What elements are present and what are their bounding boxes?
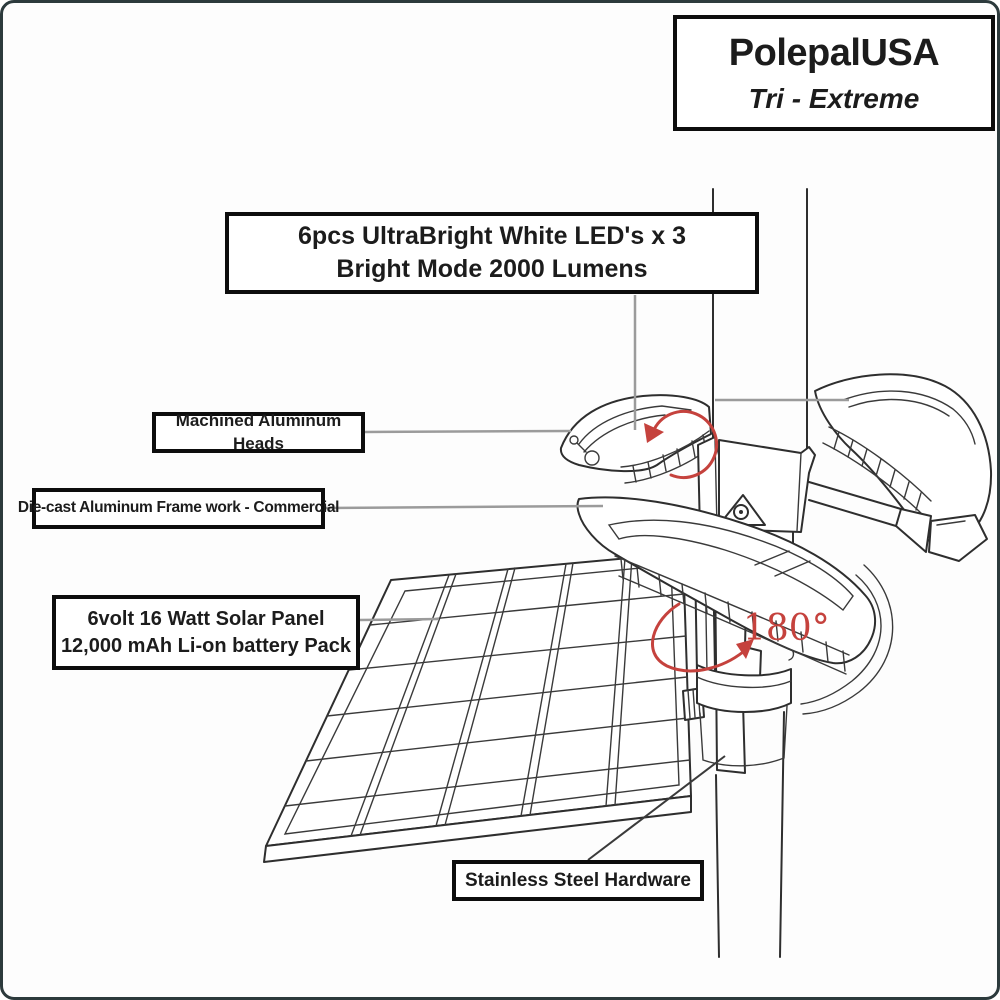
connector-line-solar	[358, 617, 440, 622]
callout-heads: Machined Aluminum Heads	[152, 411, 365, 453]
brand-title: PolepalUSA	[728, 32, 940, 75]
connector-line-frame	[323, 504, 604, 510]
rotation-arrow-upper	[644, 410, 719, 479]
connector-line-hardware	[587, 755, 726, 861]
mounting-bracket	[697, 436, 816, 534]
callout-connector-lines	[323, 295, 849, 861]
callout-solar-line1: 6volt 16 Watt Solar Panel	[87, 608, 325, 631]
callout-frame-label: Die-cast Aluminum Frame work - Commercia…	[17, 499, 340, 517]
callout-heads-label: Machined Aluminum Heads	[175, 411, 342, 453]
callout-hardware: Stainless Steel Hardware	[452, 860, 704, 901]
callout-leds: 6pcs UltraBright White LED's x 3 Bright …	[225, 212, 759, 294]
connector-line-heads	[363, 429, 572, 434]
brand-title-box: PolepalUSA Tri - Extreme	[673, 15, 995, 131]
pole-drawing	[709, 188, 808, 958]
technical-line-drawing: 180°	[263, 188, 993, 958]
brand-subtitle: Tri - Extreme	[748, 82, 920, 114]
rotation-angle-label: 180°	[743, 608, 830, 649]
callout-leds-line2: Bright Mode 2000 Lumens	[336, 255, 648, 283]
light-head-front	[576, 496, 877, 675]
callout-hardware-label: Stainless Steel Hardware	[465, 869, 691, 891]
callout-solar-line2: 12,000 mAh Li-on battery Pack	[60, 634, 352, 657]
callout-solar: 6volt 16 Watt Solar Panel 12,000 mAh Li-…	[52, 595, 360, 670]
callout-leds-line1: 6pcs UltraBright White LED's x 3	[298, 222, 686, 250]
callout-frame: Die-cast Aluminum Frame work - Commercia…	[18, 488, 339, 529]
rotation-arrow-lower	[651, 602, 754, 673]
solar-panel-drawing	[263, 552, 692, 863]
light-head-right	[808, 373, 993, 562]
